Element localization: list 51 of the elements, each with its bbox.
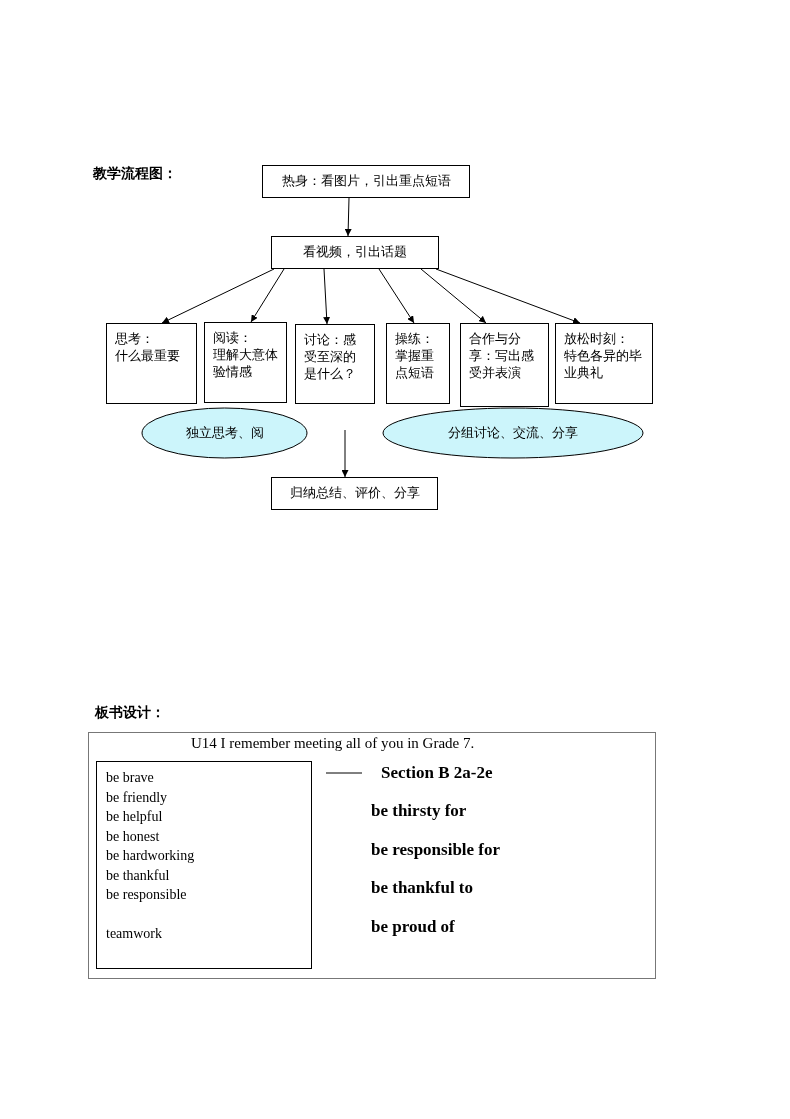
arrow [250,268,285,323]
process-box [555,323,653,404]
box-text: 讨论：感受至深的是什么？ [304,331,357,382]
arrow [344,197,352,237]
arrow [435,268,581,324]
process-box [386,323,450,404]
arrow [378,268,415,324]
process-box [262,165,470,198]
process-box [460,323,549,407]
word-list-box [96,761,312,969]
ellipse-label: 分组讨论、交流、分享 [448,424,578,442]
arrow [420,268,487,324]
box-text: 特色各异的毕业典礼 [564,347,643,381]
board-title: U14 I remember meeting all of you in Grade 7. [191,735,475,752]
box-text: 操练：掌握重点短语 [395,330,435,381]
phrase-text: be responsible for [371,840,501,860]
group-ellipse [141,407,308,459]
word-text: be thankful [106,866,171,885]
box-text: 合作与分享：写出感受并表演 [469,330,535,381]
word-text: be brave [106,769,155,787]
ellipse-label: 独立思考、阅 [185,424,264,442]
board-frame [88,732,656,979]
section-heading: 板书设计： [95,704,165,722]
word-text: be hardworking [106,847,196,865]
box-text: 放松时刻： [564,330,630,347]
box-text: 什么最重要 [115,347,181,364]
box-text: 思考： [115,330,155,347]
arrow [323,268,331,325]
section-heading: 教学流程图： [93,165,177,183]
box-text: 理解大意体验情感 [213,346,278,380]
word-text: be responsible [106,886,188,904]
arrow [341,429,349,478]
box-text: 看视频，引出话题 [302,243,408,260]
process-box [295,324,375,404]
word-text: be honest [106,827,161,846]
arrow [161,268,275,324]
box-text: 热身：看图片，引出重点短语 [280,172,452,189]
process-box [204,322,287,403]
phrase-text: be thankful to [371,878,474,898]
box-text: 阅读： [213,329,253,346]
phrase-text: be proud of [371,917,455,937]
process-box [271,477,438,510]
phrase-text: be thirsty for [371,801,467,821]
word-text: teamwork [106,924,163,943]
group-ellipse [382,407,644,459]
box-text: 归纳总结、评价、分享 [288,484,421,501]
process-box [271,236,439,269]
process-box [106,323,197,404]
section-heading: Section B 2a-2e [381,763,493,783]
word-text: be friendly [106,788,169,807]
word-text: be helpful [106,808,164,826]
